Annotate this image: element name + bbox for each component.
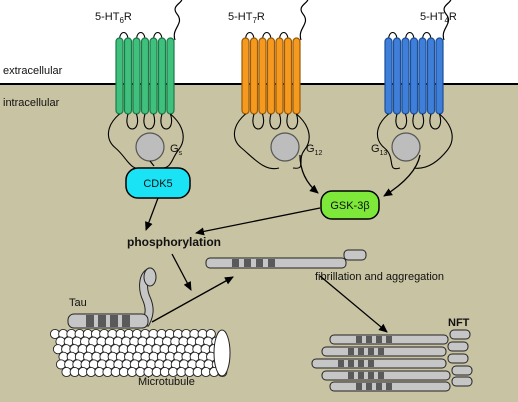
transmembrane-helix (132, 37, 141, 115)
transmembrane-helix (115, 37, 124, 115)
microtubule (49, 328, 231, 378)
transmembrane-helix (292, 37, 301, 115)
transmembrane-helix (140, 37, 150, 115)
receptor-2: 5-HT7R G12 (228, 0, 322, 170)
nft-filament (329, 329, 471, 345)
transmembrane-helix (409, 37, 419, 115)
intracellular-label: intracellular (3, 97, 60, 109)
transmembrane-helix (157, 37, 167, 115)
transmembrane-helix (283, 37, 293, 115)
n-terminus (299, 0, 309, 41)
cdk5-label: CDK5 (143, 178, 172, 190)
transmembrane-helix (258, 37, 267, 115)
g-protein (270, 132, 300, 162)
tau-bound (67, 267, 157, 329)
transmembrane-helix (266, 37, 276, 115)
nft-filament (321, 341, 469, 357)
microtubule-label: Microtubule (138, 376, 195, 388)
transmembrane-helix (435, 37, 444, 115)
extracellular-label: extracellular (3, 65, 63, 77)
tau-release-arrow (151, 276, 234, 323)
transmembrane-helix (249, 37, 259, 115)
phosphorylation-down-arrow (171, 253, 192, 291)
g12-to-gsk3b-arrow (299, 154, 319, 194)
microtubule-end (213, 329, 231, 377)
cdk5-kinase: CDK5 (125, 167, 191, 199)
gs-to-cdk5-link (149, 160, 155, 167)
transmembrane-helix (149, 37, 158, 115)
transmembrane-helix (241, 37, 250, 115)
transmembrane-helix (401, 37, 410, 115)
nft-label: NFT (448, 317, 470, 329)
g-protein-label: G12 (306, 143, 322, 157)
receptor-3: 5-HT4R G13 (371, 0, 457, 170)
aggregation-arrow (319, 275, 388, 333)
g-protein (135, 132, 165, 162)
phosphorylation-label: phosphorylation (127, 235, 221, 249)
receptor-label: 5-HT6R (95, 11, 132, 25)
n-terminus (173, 0, 183, 41)
n-terminus (442, 0, 452, 41)
transmembrane-helix (426, 37, 436, 115)
receptor-label: 5-HT4R (420, 11, 457, 25)
g13-to-gsk3b-arrow (383, 154, 421, 197)
tau-label: Tau (69, 297, 87, 309)
cdk5-to-phosphorylation-arrow (145, 197, 159, 231)
transmembrane-helix (166, 37, 175, 115)
transmembrane-helix (275, 37, 284, 115)
g-protein-label: Gs (170, 143, 183, 157)
nft-filament (311, 353, 469, 369)
neurofibrillary-tangle (311, 329, 473, 392)
receptor-1: 5-HT6R Gs (95, 0, 184, 170)
gsk3b-kinase: GSK-3β (320, 190, 380, 220)
transmembrane-helix (384, 37, 393, 115)
transmembrane-helix (123, 37, 133, 115)
receptor-label: 5-HT7R (228, 11, 265, 25)
transmembrane-helix (418, 37, 427, 115)
gsk3b-label: GSK-3β (330, 200, 369, 212)
fibrillation-label: fibrillation and aggregation (315, 271, 444, 283)
free-tau-filament (205, 249, 367, 269)
g-protein (391, 132, 421, 162)
transmembrane-helix (392, 37, 402, 115)
gsk3b-to-phosphorylation-arrow (195, 207, 321, 236)
receptor-group: 5-HT6R Gs 5-HT7R G12 5-HT4R G13 (95, 0, 457, 170)
g-protein-label: G13 (371, 143, 387, 157)
nft-filament (329, 376, 473, 392)
nft-filament (321, 365, 473, 381)
